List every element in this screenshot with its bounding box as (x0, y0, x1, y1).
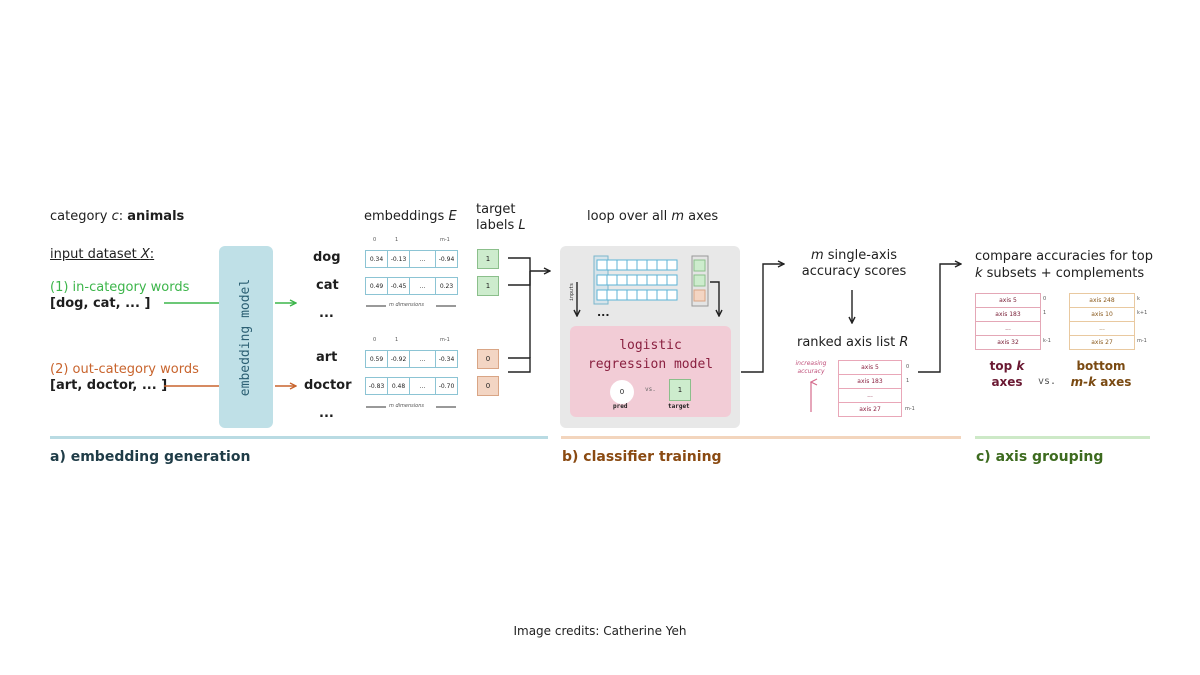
bottom-index: m-1 (1137, 338, 1147, 344)
top-index: 1 (1043, 310, 1047, 316)
bottom-index: k (1137, 296, 1140, 302)
to-scores-arrow (741, 264, 784, 373)
vs-label: vs. (645, 386, 656, 393)
vector-cell: -0.34 (435, 350, 458, 368)
to-grouping-arrow (918, 264, 961, 373)
m-dimensions-label: m dimensions (389, 302, 424, 308)
ranked-axis-row: axis 27 (838, 402, 902, 417)
out-category-label: (2) out-category words (50, 362, 199, 377)
section-title-b: b) classifier training (562, 449, 722, 465)
target-caption: target (668, 403, 690, 410)
section-title-c: c) axis grouping (976, 449, 1104, 465)
embedding-vector-art: 0.59 -0.92 ... -0.34 (365, 350, 458, 368)
pred-circle: 0 (610, 380, 634, 404)
vector-cell: ... (409, 250, 436, 268)
section-bar-c (975, 436, 1150, 439)
vector-cell: -0.45 (387, 277, 410, 295)
embedding-vector-dog: 0.34 -0.13 ... -0.94 (365, 250, 458, 268)
rows-ellipsis: ... (597, 306, 610, 319)
embeddings-title: embeddings E (364, 209, 457, 224)
dim-label: m-1 (440, 337, 450, 343)
section-bar-a (50, 436, 548, 439)
word-doctor: doctor (304, 378, 352, 393)
m-dimensions-label: m dimensions (389, 403, 424, 409)
word-cat: cat (316, 278, 339, 293)
bottom-m-k-axes-label: bottom m-k axes (1070, 359, 1132, 389)
bottom-m-k-table: axis 248 axis 10 ... axis 27 (1069, 293, 1135, 350)
dim-label: 0 (373, 237, 377, 243)
vs-label: vs. (1038, 376, 1057, 387)
ranked-list-title: ranked axis list R (797, 335, 909, 350)
loop-heading: loop over all m axes (587, 209, 719, 224)
out-category-words: [art, doctor, ... ] (50, 378, 168, 393)
word-ellipsis: ... (319, 306, 334, 321)
word-dog: dog (313, 250, 341, 265)
compare-heading: compare accuracies for top k subsets + c… (975, 249, 1153, 281)
vector-cell: -0.70 (435, 377, 458, 395)
embedding-vector-doctor: -0.83 0.48 ... -0.70 (365, 377, 458, 395)
rank-index: m-1 (905, 406, 915, 412)
pred-label: pred (613, 403, 628, 410)
ranked-axis-row: ... (838, 388, 902, 403)
ranked-axis-row: axis 183 (838, 374, 902, 389)
logistic-regression-box (570, 326, 731, 417)
vector-cell: -0.94 (435, 250, 458, 268)
top-index: 0 (1043, 296, 1047, 302)
top-index: k-1 (1043, 338, 1051, 344)
dim-label: 0 (373, 337, 377, 343)
category-heading: category c: animals (50, 209, 185, 224)
target-label-box: 0 (477, 376, 499, 396)
target-label-box: 1 (477, 276, 499, 296)
word-ellipsis: ... (319, 406, 334, 421)
logistic-regression-label: logistic regression model (587, 338, 714, 372)
accuracy-scores-label: m single-axis accuracy scores (801, 248, 907, 279)
dim-label: 1 (395, 237, 399, 243)
vector-cell: 0.23 (435, 277, 458, 295)
dim-label: m-1 (440, 237, 450, 243)
embedding-model-box (219, 246, 273, 428)
embedding-vector-cat: 0.49 -0.45 ... 0.23 (365, 277, 458, 295)
top-k-table: axis 5 axis 183 ... axis 32 (975, 293, 1041, 350)
target-labels-title: target labels L (476, 202, 526, 233)
rank-index: 1 (906, 378, 910, 384)
in-category-label: (1) in-category words (50, 280, 190, 295)
target-label-box: 0 (477, 349, 499, 369)
section-title-a: a) embedding generation (50, 449, 251, 465)
rank-index: 0 (906, 364, 910, 370)
bottom-axis-row: axis 27 (1069, 335, 1135, 350)
target-box: 1 (669, 379, 691, 401)
increasing-accuracy-label: increasing accuracy (795, 360, 827, 375)
top-axis-row: axis 32 (975, 335, 1041, 350)
image-credits: Image credits: Catherine Yeh (513, 624, 687, 638)
bottom-index: k+1 (1137, 310, 1148, 316)
top-k-axes-label: top k axes (989, 359, 1025, 389)
word-art: art (316, 350, 338, 365)
dim-label: 1 (395, 337, 399, 343)
section-bar-b (561, 436, 961, 439)
in-category-words: [dog, cat, ... ] (50, 296, 151, 311)
target-label-box: 1 (477, 249, 499, 269)
ranked-axis-table: axis 5 axis 183 ... axis 27 (838, 360, 902, 417)
dataset-heading: input dataset X: (50, 247, 155, 262)
